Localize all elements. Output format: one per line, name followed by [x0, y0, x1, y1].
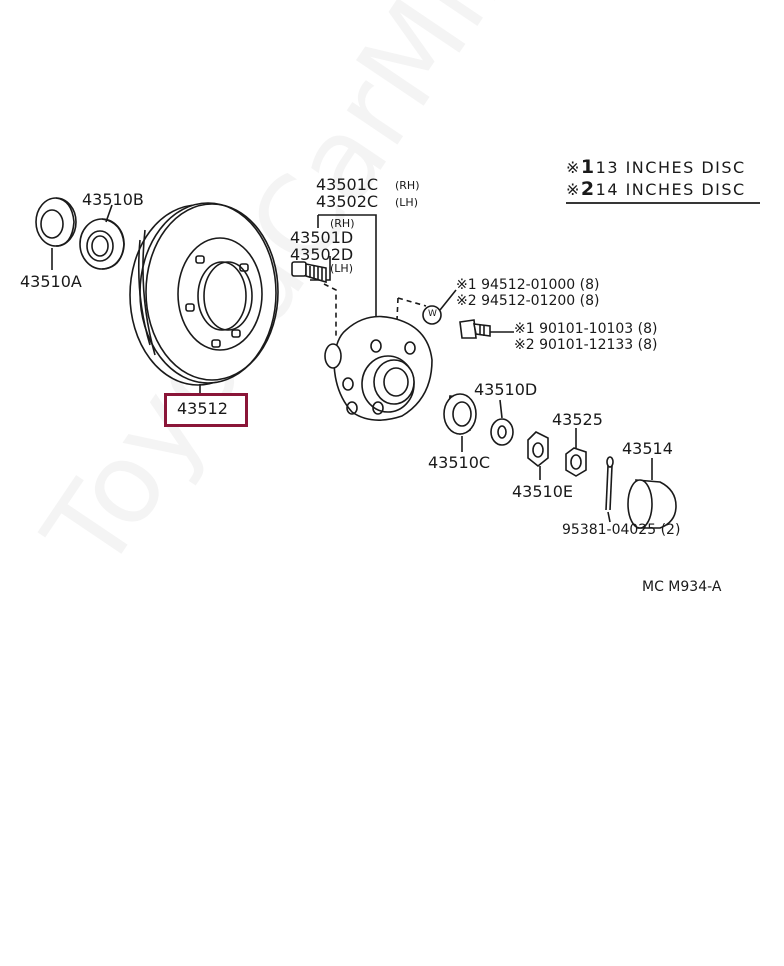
brake-disc-43512[interactable] — [129, 202, 279, 386]
nut-43510e[interactable] — [527, 431, 549, 468]
label-43501c[interactable]: 43501C — [316, 175, 379, 194]
label-43502c-side: (LH) — [395, 196, 418, 209]
washer-43510d[interactable] — [490, 418, 514, 446]
bearing-43510b[interactable] — [79, 218, 125, 270]
oil-seal-43510a[interactable] — [35, 197, 77, 247]
label-43510d[interactable]: 43510D — [474, 380, 538, 399]
label-43502d-side: (LH) — [330, 262, 353, 275]
label-bolt-94512-01000[interactable]: ※1 94512-01000 (8) — [456, 277, 600, 293]
label-43514[interactable]: 43514 — [622, 439, 673, 458]
label-43525[interactable]: 43525 — [552, 410, 603, 429]
label-rh-side: (RH) — [330, 217, 355, 230]
label-43510e[interactable]: 43510E — [512, 482, 574, 501]
label-screw-90101-12133[interactable]: ※2 90101-12133 (8) — [514, 337, 658, 353]
leader-95381 — [607, 511, 611, 523]
washer-mark: W — [428, 309, 437, 319]
cotter-pin-95381[interactable] — [605, 456, 614, 511]
bearing-43510c[interactable] — [443, 393, 477, 435]
axle-hub-43501c[interactable] — [324, 315, 433, 421]
screw-90101[interactable] — [459, 319, 491, 339]
label-43501c-side: (RH) — [395, 179, 420, 192]
label-screw-90101-10103[interactable]: ※1 90101-10103 (8) — [514, 321, 658, 337]
label-95381-04025[interactable]: 95381-04025 (2) — [562, 522, 681, 538]
hub-bolt-43501d[interactable] — [291, 261, 327, 284]
label-43510b[interactable]: 43510B — [82, 190, 144, 209]
leader-43510d — [499, 399, 503, 419]
label-43512: 43512 — [177, 399, 228, 418]
nut-lock-43525[interactable] — [565, 447, 587, 477]
grease-cap-43514[interactable] — [627, 479, 677, 529]
legend-line-2: ※214 INCHES DISC — [566, 178, 746, 200]
washer-icon[interactable] — [422, 305, 442, 325]
label-43502c[interactable]: 43502C — [316, 192, 379, 211]
leader-43510b — [105, 204, 113, 223]
figure-code: MC M934-A — [642, 579, 722, 595]
label-43502d[interactable]: 43502D — [290, 245, 354, 264]
highlight-box-43512[interactable]: 43512 — [164, 393, 248, 427]
leader-bolt — [439, 289, 457, 311]
label-43501d[interactable]: 43501D — [290, 228, 354, 247]
legend-line-1: ※113 INCHES DISC — [566, 156, 746, 178]
label-bolt-94512-01200[interactable]: ※2 94512-01200 (8) — [456, 293, 600, 309]
label-43510c[interactable]: 43510C — [428, 453, 491, 472]
leader-43501c — [318, 214, 377, 318]
label-43510a[interactable]: 43510A — [20, 272, 82, 291]
